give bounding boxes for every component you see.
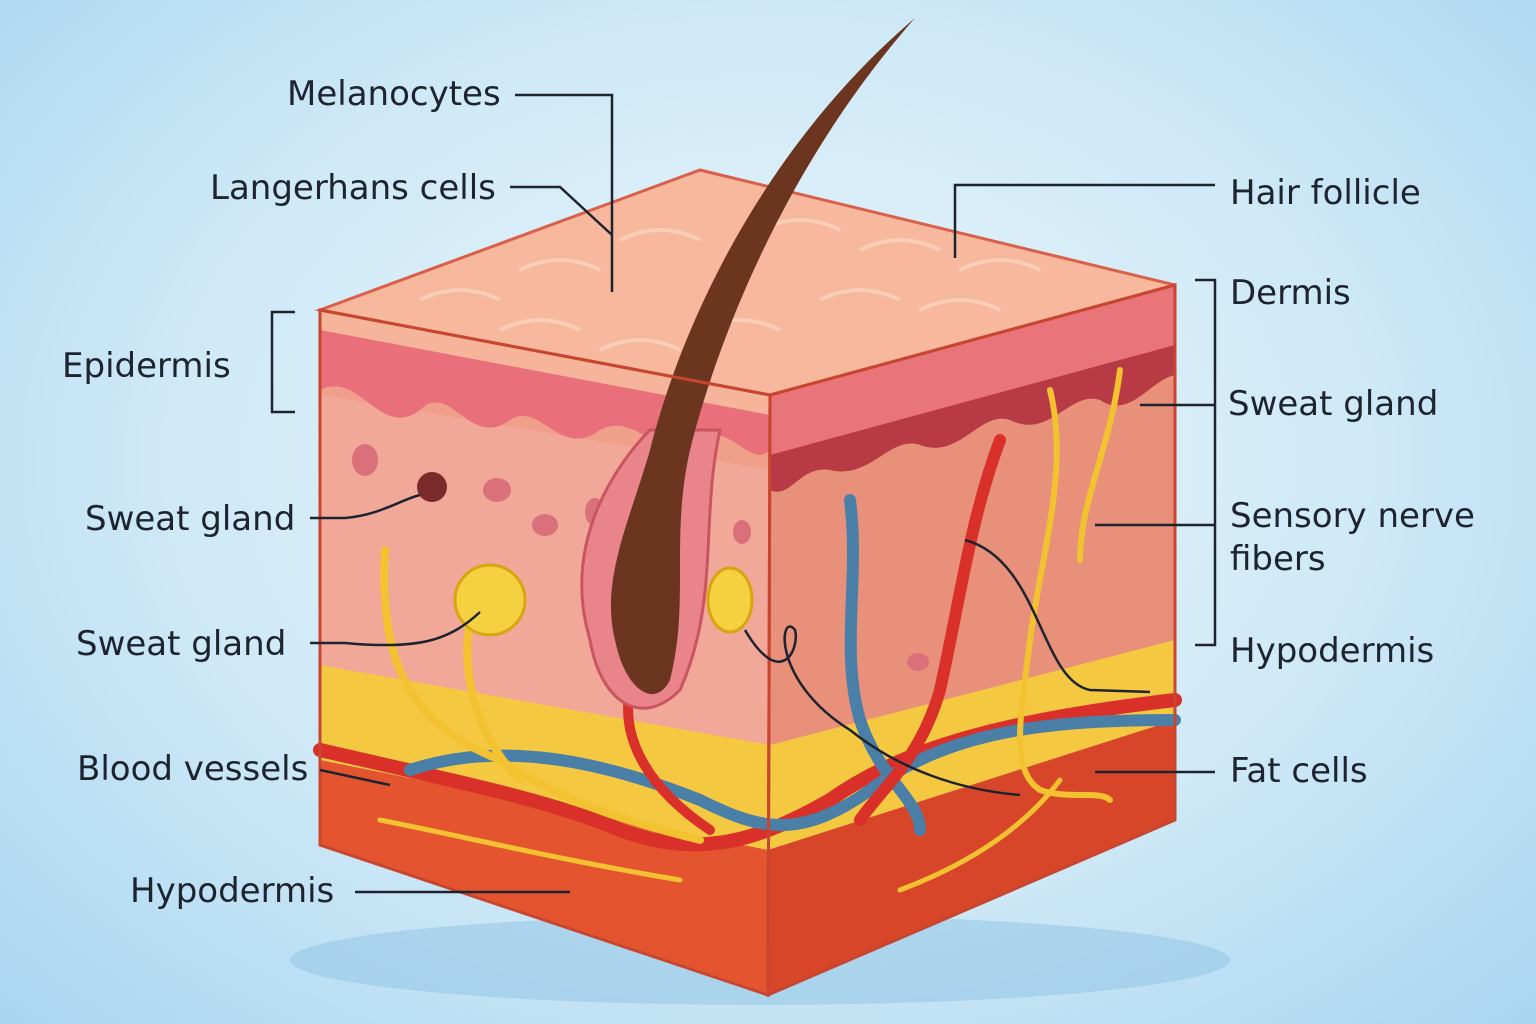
label-melanocytes: Melanocytes bbox=[287, 74, 501, 114]
label-hair-follicle: Hair follicle bbox=[1230, 173, 1421, 213]
label-sensory-nerve-line1: Sensory nerve bbox=[1230, 496, 1475, 536]
label-sweat-gland-right: Sweat gland bbox=[1228, 384, 1438, 424]
label-langerhans-cells: Langerhans cells bbox=[210, 168, 496, 208]
label-dermis: Dermis bbox=[1230, 273, 1351, 313]
label-hypodermis-left: Hypodermis bbox=[130, 871, 334, 911]
label-blood-vessels: Blood vessels bbox=[77, 749, 308, 789]
label-sweat-gland-left-2: Sweat gland bbox=[76, 624, 286, 664]
label-sensory-nerve-line2: fibers bbox=[1230, 539, 1326, 579]
vessels bbox=[313, 367, 1182, 893]
hair-shaft bbox=[610, 18, 915, 695]
melanocyte-cell bbox=[417, 472, 447, 502]
label-sweat-gland-left-1: Sweat gland bbox=[85, 499, 295, 539]
label-hypodermis-right: Hypodermis bbox=[1230, 631, 1434, 671]
label-epidermis: Epidermis bbox=[62, 346, 231, 386]
leader-lines bbox=[270, 93, 1217, 894]
label-fat-cells: Fat cells bbox=[1230, 751, 1368, 791]
nerve bbox=[1017, 387, 1113, 803]
hypodermis-front bbox=[320, 760, 768, 995]
sweat-gland-blob-2 bbox=[706, 566, 754, 634]
